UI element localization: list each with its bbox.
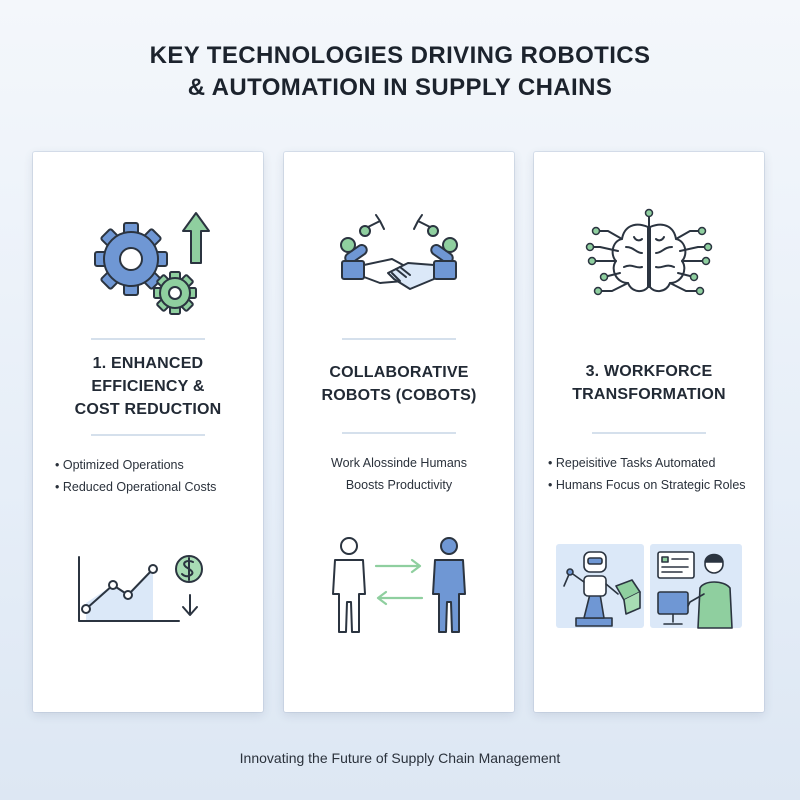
list-item: Reduced Operational Costs — [55, 476, 255, 498]
list-item: Humans Focus on Strategic Roles — [548, 474, 760, 496]
two-people-exchange-arrows-icon — [284, 532, 514, 637]
card-workforce: 3. WORKFORCE TRANSFORMATION Repeisitive … — [534, 152, 764, 712]
card-heading: 1. ENHANCED EFFICIENCY & COST REDUCTION — [43, 352, 253, 421]
card-description: Work Alossinde Humans Boosts Productivit… — [294, 452, 504, 496]
description-line: Work Alossinde Humans — [331, 456, 467, 470]
divider — [592, 432, 706, 434]
heading-line: EFFICIENCY & — [91, 378, 205, 395]
gears-arrow-up-icon — [33, 207, 263, 322]
bullet-list: Optimized Operations Reduced Operational… — [55, 454, 255, 498]
page-title: KEY TECHNOLOGIES DRIVING ROBOTICS & AUTO… — [0, 40, 800, 104]
heading-line: TRANSFORMATION — [572, 386, 726, 403]
card-efficiency: 1. ENHANCED EFFICIENCY & COST REDUCTION … — [33, 152, 263, 712]
circuit-brain-icon — [534, 207, 764, 322]
heading-line: 3. WORKFORCE — [585, 363, 713, 380]
heading-line: 1. ENHANCED — [92, 355, 204, 372]
heading-line: COLLABORATIVE — [329, 364, 469, 381]
card-heading: 3. WORKFORCE TRANSFORMATION — [544, 360, 754, 406]
line-chart-dollar-down-icon — [33, 547, 263, 632]
title-line-2: & AUTOMATION IN SUPPLY CHAINS — [187, 74, 613, 101]
card-heading: COLLABORATIVE ROBOTS (COBOTS) — [294, 361, 504, 407]
divider — [91, 434, 205, 436]
footer-tagline: Innovating the Future of Supply Chain Ma… — [239, 750, 561, 766]
divider — [342, 432, 456, 434]
divider — [342, 338, 456, 340]
bullet-list: Repeisitive Tasks Automated Humans Focus… — [548, 452, 760, 496]
heading-line: COST REDUCTION — [74, 401, 222, 418]
card-cobots: COLLABORATIVE ROBOTS (COBOTS) Work Aloss… — [284, 152, 514, 712]
divider — [91, 338, 205, 340]
heading-line: ROBOTS (COBOTS) — [321, 387, 477, 404]
robot-and-worker-panels-icon — [534, 542, 764, 630]
description-line: Boosts Productivity — [345, 478, 453, 492]
robot-arms-handshake-icon — [284, 207, 514, 322]
list-item: Repeisitive Tasks Automated — [548, 452, 760, 474]
list-item: Optimized Operations — [55, 454, 255, 476]
title-line-1: KEY TECHNOLOGIES DRIVING ROBOTICS — [149, 42, 651, 69]
